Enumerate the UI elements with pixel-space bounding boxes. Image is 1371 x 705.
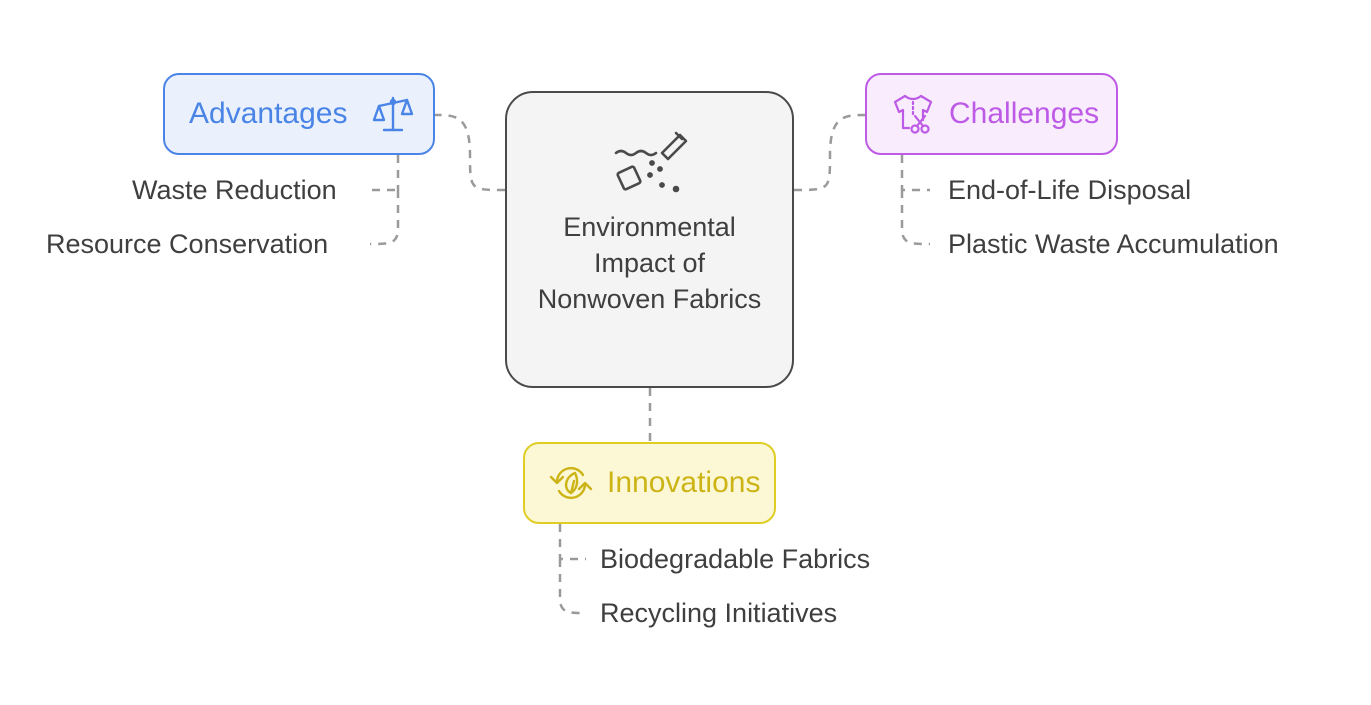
connector-center-advantages — [434, 113, 506, 192]
advantages-item-waste-reduction: Waste Reduction — [132, 175, 337, 205]
scales-icon — [373, 96, 414, 132]
garment-scissors-icon — [893, 94, 933, 134]
pollution-icon — [614, 131, 687, 193]
connector-advantages-items — [369, 155, 400, 246]
innovations-item-recycling-initiatives: Recycling Initiatives — [600, 598, 838, 628]
innovations-item-biodegradable-fabrics: Biodegradable Fabrics — [600, 544, 871, 574]
central-topic-title: Environmental Impact of Nonwoven Fabrics — [537, 212, 762, 314]
advantages-label: Advantages — [189, 97, 348, 130]
innovations-label: Innovations — [607, 466, 761, 499]
connector-innovations-items — [558, 524, 587, 615]
central-topic-node: Environmental Impact of Nonwoven Fabrics — [505, 91, 794, 388]
challenges-node: Challenges — [865, 73, 1118, 155]
challenges-item-plastic-waste-accumulation: Plastic Waste Accumulation — [948, 229, 1279, 259]
advantages-node: Advantages — [163, 73, 435, 155]
advantages-item-resource-conservation: Resource Conservation — [46, 229, 329, 259]
challenges-label: Challenges — [949, 97, 1100, 130]
challenges-item-end-of-life-disposal: End-of-Life Disposal — [948, 175, 1192, 205]
connector-challenges-items — [900, 155, 931, 246]
connector-center-challenges — [793, 113, 866, 192]
innovations-node: Innovations — [523, 442, 776, 524]
recycle-leaf-icon — [549, 466, 593, 500]
